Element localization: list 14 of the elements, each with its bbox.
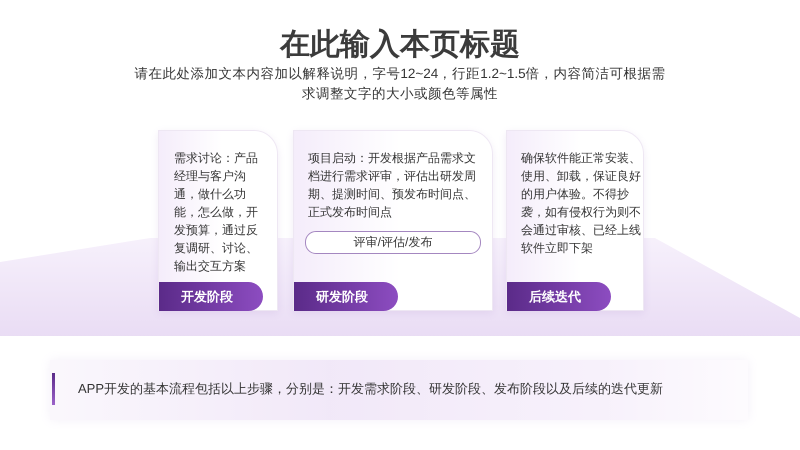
stage-card <box>158 130 278 311</box>
phase-label: 研发阶段 <box>294 282 398 311</box>
phase-label: 开发阶段 <box>159 282 263 311</box>
review-tag: 评审/评估/发布 <box>305 231 481 254</box>
card-text: 需求讨论：产品经理与客户沟通，做什么功能，怎么做，开发预算，通过反复调研、讨论、输出交互方案 <box>174 150 259 275</box>
summary-text: APP开发的基本流程包括以上步骤，分别是：开发需求阶段、研发阶段、发布阶段以及后续的迭代更新 <box>78 380 664 398</box>
stage-card <box>506 130 644 311</box>
card-text: 确保软件能正常安装、使用、卸载，保证良好的用户体验。不得抄袭，如有侵权行为则不会通过审核、已经上线软件立即下架 <box>521 150 642 257</box>
subtitle-text: 请在此处添加文本内容加以解释说明，字号12~24，行距1.2~1.5倍，内容简洁可根据需求调整文字的大小或颜色等属性 <box>133 65 667 103</box>
summary-panel <box>50 360 748 420</box>
card-text: 项目启动：开发根据产品需求文档进行需求评审，评估出研发周期、提测时间、预发布时间点、正式发布时间点 <box>308 150 477 221</box>
phase-label: 后续迭代 <box>507 282 611 311</box>
stage-card <box>293 130 493 311</box>
page-title: 在此输入本页标题 <box>278 27 521 63</box>
